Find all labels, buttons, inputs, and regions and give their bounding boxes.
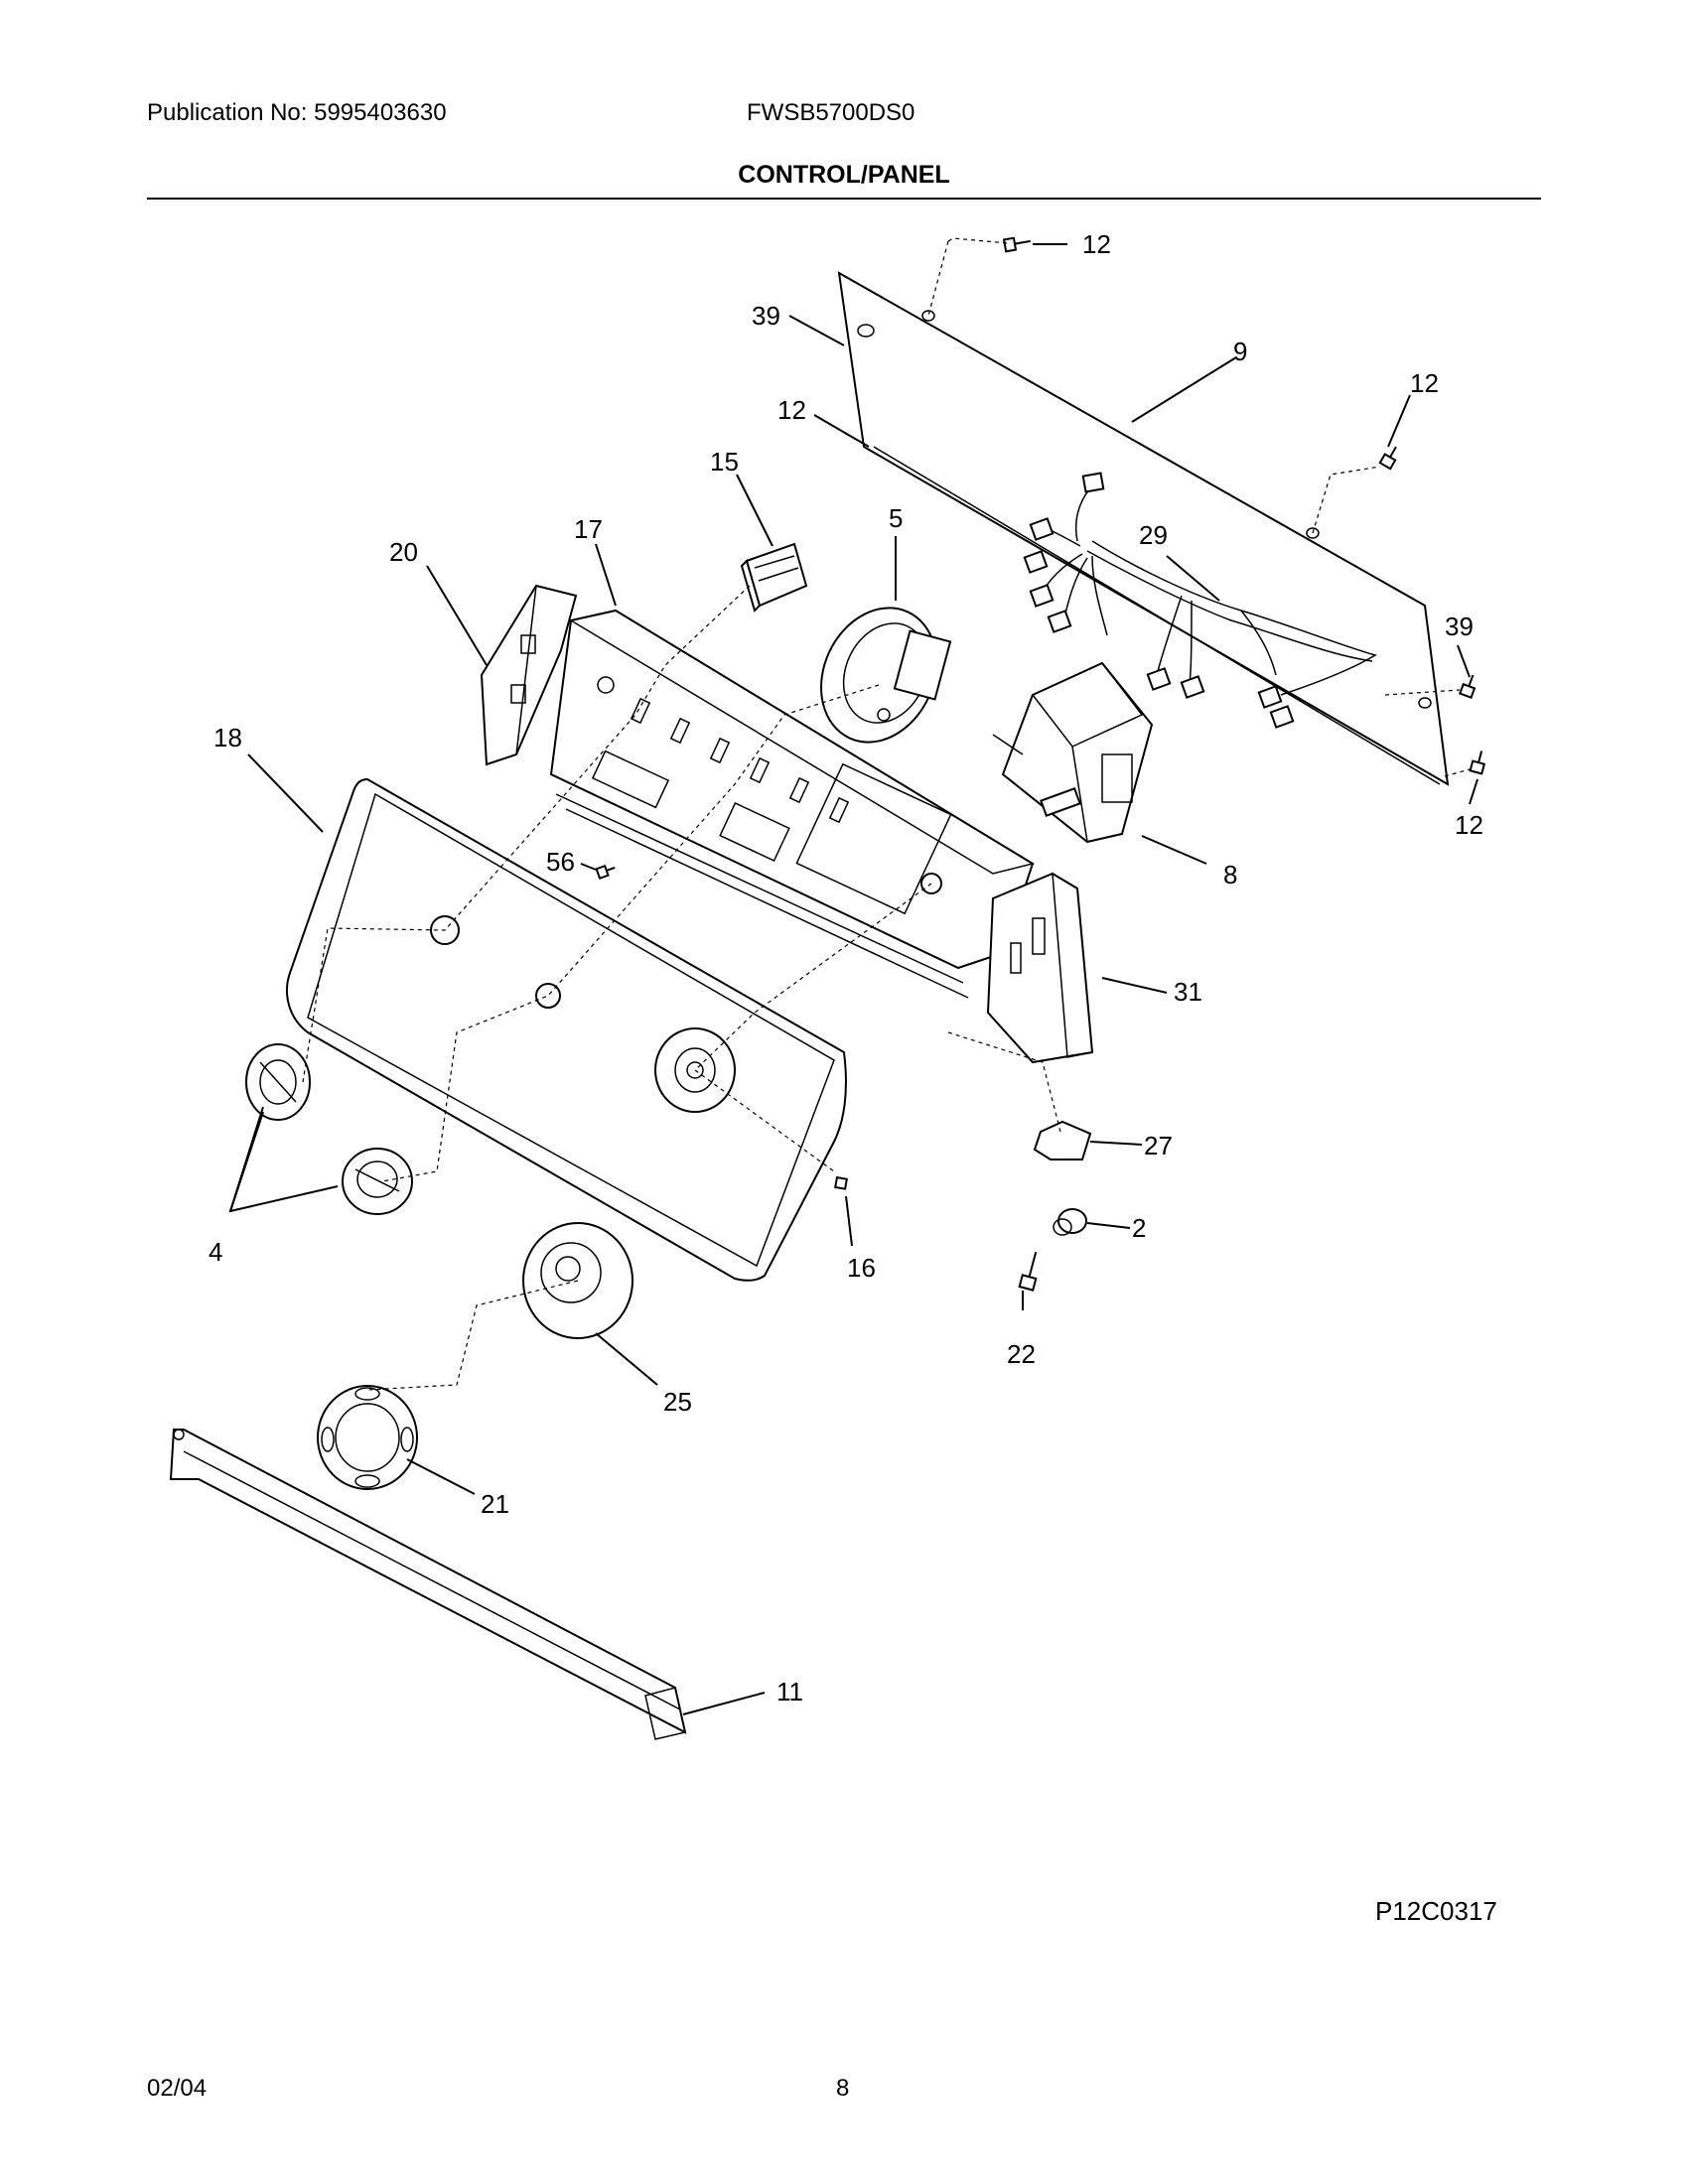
callout-4: 4	[209, 1237, 222, 1267]
leader-lines	[228, 243, 1478, 1715]
callout-16: 16	[847, 1253, 876, 1283]
callout-5: 5	[889, 503, 903, 533]
callout-12-bottom: 12	[1455, 810, 1483, 840]
callout-2: 2	[1132, 1213, 1146, 1243]
part-control-box	[992, 661, 1154, 844]
page-title: CONTROL/PANEL	[738, 161, 950, 189]
callout-56: 56	[546, 847, 575, 877]
callout-9: 9	[1233, 337, 1247, 366]
callout-29: 29	[1139, 520, 1168, 550]
callout-11: 11	[776, 1677, 803, 1706]
callout-12-top: 12	[1082, 229, 1111, 259]
footer-date: 02/04	[147, 2075, 208, 2102]
callout-39-left: 39	[752, 301, 780, 331]
callout-27: 27	[1144, 1131, 1173, 1160]
page-number: 8	[836, 2075, 850, 2102]
callout-18: 18	[213, 723, 242, 752]
callout-21: 21	[481, 1489, 509, 1519]
part-module	[740, 542, 808, 613]
part-screws	[595, 236, 1486, 1292]
callout-39-right: 39	[1445, 612, 1474, 641]
callout-20: 20	[389, 537, 418, 567]
part-left-end-cap	[480, 584, 578, 766]
part-right-end-cap	[986, 872, 1094, 1064]
figure-code: P12C0317	[1375, 1896, 1497, 1926]
callout-12-right: 12	[1410, 368, 1439, 398]
callout-25: 25	[663, 1387, 692, 1417]
callout-22: 22	[1007, 1339, 1036, 1369]
part-knob-ring	[317, 1385, 418, 1490]
callout-17: 17	[574, 514, 603, 544]
part-hinge-bits	[1033, 1120, 1092, 1236]
callout-8: 8	[1223, 860, 1237, 889]
model-number: FWSB5700DS0	[747, 99, 915, 126]
part-back-panel	[837, 271, 1450, 786]
callout-labels: 12 39 9 12 12 15 5 17 20 29 39 18 12 8 5…	[209, 229, 1483, 1706]
part-knobs	[245, 1043, 413, 1215]
part-timer	[820, 607, 952, 744]
callout-31: 31	[1174, 977, 1202, 1007]
alignment-lines	[302, 237, 1471, 1391]
part-trim-strip	[169, 1429, 687, 1740]
header-divider	[147, 198, 1541, 200]
callout-15: 15	[710, 447, 739, 477]
part-wire-harness	[1023, 472, 1377, 729]
callout-12-left: 12	[777, 395, 806, 425]
publication-number: Publication No: 5995403630	[147, 99, 447, 126]
